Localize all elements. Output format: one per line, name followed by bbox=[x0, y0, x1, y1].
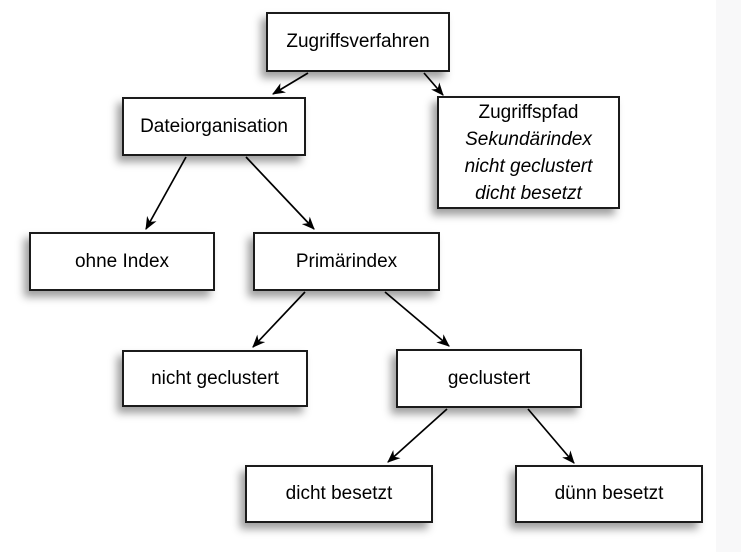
node-dateiorganisation: Dateiorganisation bbox=[122, 97, 306, 156]
node-zugriffspfad: Zugriffspfad Sekundärindex nicht geclust… bbox=[437, 96, 620, 209]
edge-dateiorganisation-primaerindex bbox=[245, 156, 315, 230]
node-duenn-besetzt: dünn besetzt bbox=[515, 465, 703, 523]
edge-primaerindex-geclustert bbox=[384, 291, 450, 347]
edge-root-zugriffspfad bbox=[423, 72, 444, 96]
edge-root-dateiorganisation bbox=[272, 72, 309, 95]
node-label: Primärindex bbox=[295, 250, 398, 272]
edge-dateiorganisation-ohne-index bbox=[145, 156, 187, 230]
node-label: Zugriffsverfahren bbox=[286, 31, 430, 53]
node-ohne-index: ohne Index bbox=[29, 232, 215, 291]
node-label: geclustert bbox=[447, 367, 531, 389]
node-dicht-besetzt: dicht besetzt bbox=[245, 465, 433, 523]
node-nicht-geclustert: nicht geclustert bbox=[122, 350, 308, 407]
node-zugriffsverfahren: Zugriffsverfahren bbox=[266, 12, 450, 72]
edge-geclustert-dicht-besetzt bbox=[387, 408, 448, 463]
node-label-line-2: Sekundärindex bbox=[465, 128, 592, 150]
node-label-line-3: nicht geclustert bbox=[464, 155, 593, 177]
node-geclustert: geclustert bbox=[396, 349, 582, 408]
node-primaerindex: Primärindex bbox=[253, 232, 440, 291]
edge-primaerindex-nicht-geclustert bbox=[252, 291, 306, 348]
node-label: Dateiorganisation bbox=[140, 115, 288, 137]
node-label: nicht geclustert bbox=[151, 367, 279, 389]
node-label: ohne Index bbox=[74, 250, 170, 272]
node-label-line-4: dicht besetzt bbox=[475, 182, 582, 204]
edge-geclustert-duenn-besetzt bbox=[527, 408, 575, 464]
right-edge-strip bbox=[716, 0, 741, 552]
node-label-line-1: Zugriffspfad bbox=[478, 101, 579, 123]
node-label: dicht besetzt bbox=[285, 483, 393, 505]
node-label: dünn besetzt bbox=[554, 483, 664, 505]
